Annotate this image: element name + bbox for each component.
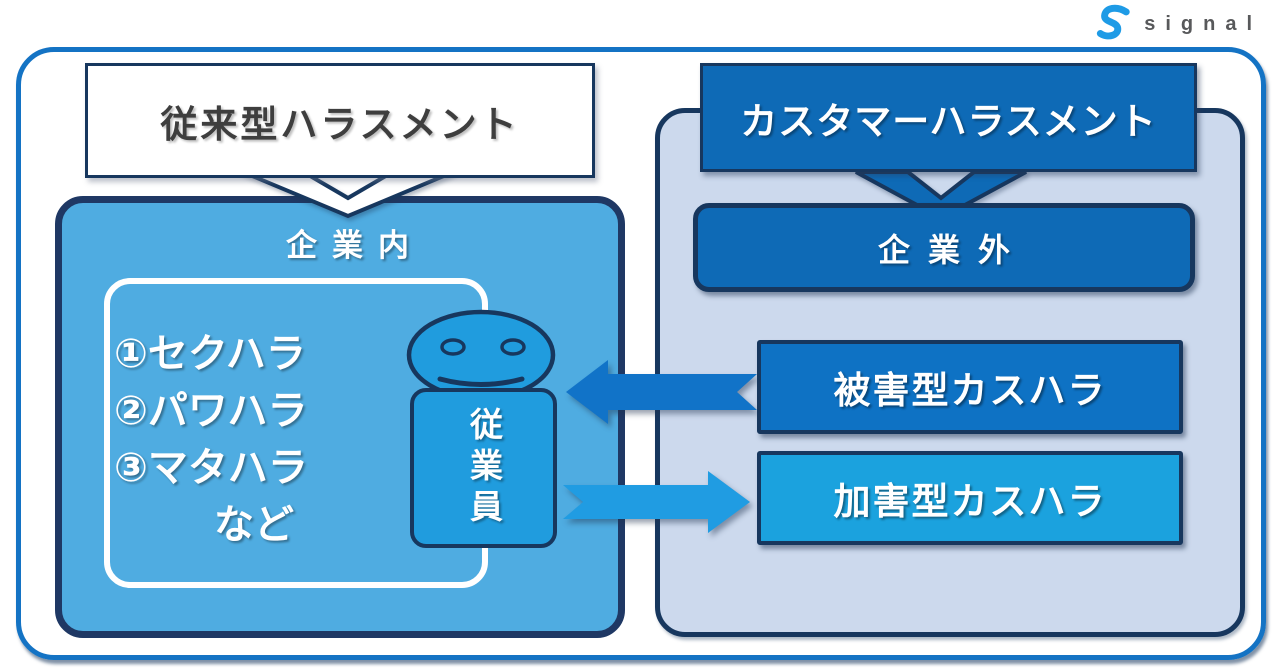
victim-arrow-icon [566, 360, 757, 424]
employee-left-eye [440, 338, 466, 356]
traditional-harassment-title: 従来型ハラスメント [85, 63, 595, 178]
customer-harassment-title: カスタマーハラスメント [700, 63, 1197, 172]
harassment-list: ①セクハラ ②パワハラ ③マタハラ など [104, 326, 404, 554]
employee-mouth [437, 376, 525, 387]
employee-label: 従業員 [465, 406, 503, 530]
perpetrator-arrow-icon [563, 471, 750, 533]
perpetrator-type-kasuhara-label: 加害型カスハラ [833, 481, 1107, 522]
zone-inside-label: 企業内 [286, 228, 424, 263]
victim-type-kasuhara-box: 被害型カスハラ [757, 340, 1183, 434]
list-item-etc: など [214, 503, 294, 547]
list-item-sekuhara: ①セクハラ [114, 332, 306, 376]
traditional-harassment-label: 従来型ハラスメント [160, 103, 520, 145]
signal-s-icon [1097, 4, 1130, 40]
customer-harassment-label: カスタマーハラスメント [740, 100, 1157, 142]
perpetrator-type-kasuhara-box: 加害型カスハラ [757, 451, 1183, 545]
signal-logo: signal [1096, 4, 1262, 44]
employee-head-icon [406, 309, 556, 401]
diagram-frame [16, 47, 1266, 660]
employee-right-eye [500, 338, 526, 356]
list-item-matahara: ③マタハラ [114, 446, 308, 490]
victim-type-kasuhara-label: 被害型カスハラ [833, 370, 1107, 411]
logo-wordmark: signal [1144, 12, 1262, 35]
employee-body: 従業員 [410, 388, 557, 548]
zone-outside-box: 企業外 [693, 203, 1195, 292]
zone-outside-label: 企業外 [877, 231, 1028, 268]
list-item-pawahara: ②パワハラ [114, 389, 308, 433]
